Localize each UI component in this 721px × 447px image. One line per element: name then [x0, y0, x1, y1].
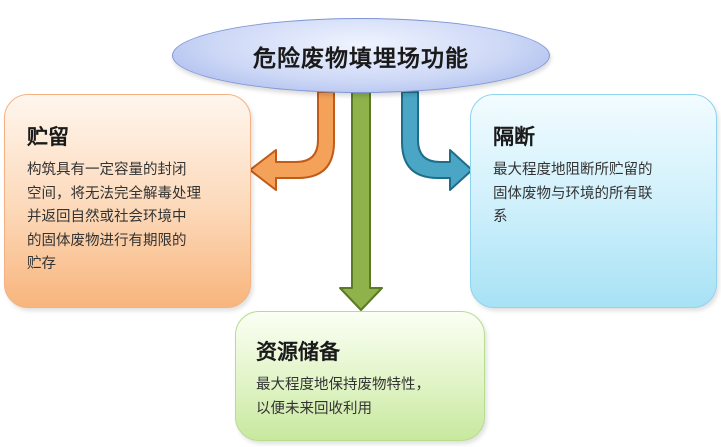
resource-box: 资源储备 最大程度地保持废物特性， 以便未来回收利用 — [235, 311, 485, 441]
storage-desc-line: 贮存 — [27, 256, 56, 272]
storage-description: 构筑具有一定容量的封闭 空间，将无法完全解毒处理 并返回自然或社会环境中 的固体… — [27, 159, 247, 277]
diagram-title: 危险废物填埋场功能 — [253, 45, 469, 72]
resource-title: 资源储备 — [256, 340, 340, 364]
storage-arrow — [249, 91, 335, 191]
storage-desc-line: 构筑具有一定容量的封闭 — [27, 162, 187, 178]
isolation-arrow — [401, 91, 473, 191]
isolation-desc-line: 系 — [493, 209, 508, 225]
title-ellipse: 危险废物填埋场功能 — [172, 18, 550, 93]
storage-desc-line: 并返回自然或社会环境中 — [27, 209, 187, 225]
resource-description: 最大程度地保持废物特性， 以便未来回收利用 — [256, 374, 481, 421]
storage-title: 贮留 — [27, 125, 69, 149]
storage-desc-line: 空间，将无法完全解毒处理 — [27, 185, 201, 202]
isolation-desc-line: 最大程度地阻断所贮留的 — [493, 162, 653, 178]
storage-desc-line: 的固体废物进行有期限的 — [27, 232, 187, 249]
isolation-description: 最大程度地阻断所贮留的 固体废物与环境的所有联 系 — [493, 159, 713, 230]
resource-desc-line: 以便未来回收利用 — [256, 400, 372, 417]
isolation-box: 隔断 最大程度地阻断所贮留的 固体废物与环境的所有联 系 — [470, 94, 717, 308]
isolation-title: 隔断 — [493, 125, 535, 149]
isolation-desc-line: 固体废物与环境的所有联 — [493, 185, 653, 202]
resource-desc-line: 最大程度地保持废物特性， — [256, 377, 430, 393]
resource-arrow — [339, 91, 383, 311]
storage-box: 贮留 构筑具有一定容量的封闭 空间，将无法完全解毒处理 并返回自然或社会环境中 … — [4, 94, 251, 308]
